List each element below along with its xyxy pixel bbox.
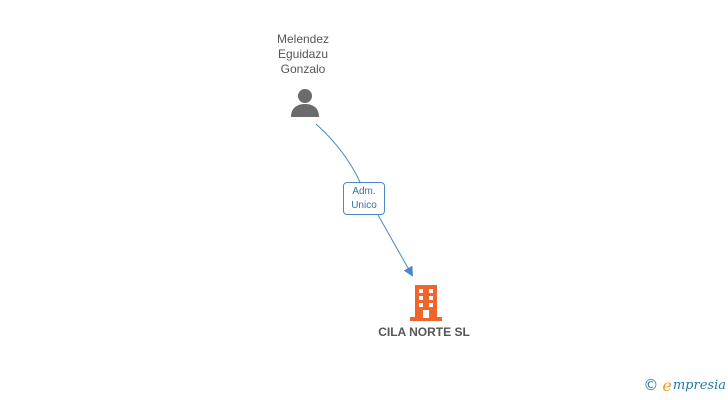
person-icon[interactable] bbox=[290, 88, 320, 118]
brand-initial: e bbox=[662, 375, 672, 395]
copyright-icon: © bbox=[643, 376, 659, 394]
building-icon[interactable] bbox=[410, 285, 442, 321]
person-name-line-3: Gonzalo bbox=[280, 62, 326, 76]
company-name[interactable]: CILA NORTE SL bbox=[378, 325, 470, 339]
role-label-line-2: Unico bbox=[351, 200, 377, 211]
role-label-line-1: Adm. bbox=[352, 186, 376, 197]
person-name[interactable]: Melendez Eguidazu Gonzalo bbox=[243, 32, 363, 77]
edge-person-to-role bbox=[315, 123, 361, 183]
edge-role-to-company bbox=[377, 214, 413, 277]
person-name-line-2: Eguidazu bbox=[277, 47, 329, 61]
brand-name: mpresia bbox=[672, 377, 726, 393]
person-name-line-1: Melendez bbox=[276, 32, 330, 46]
role-label-box: Adm. Unico bbox=[343, 182, 385, 215]
brand-logo[interactable]: © e mpresia bbox=[643, 375, 726, 395]
